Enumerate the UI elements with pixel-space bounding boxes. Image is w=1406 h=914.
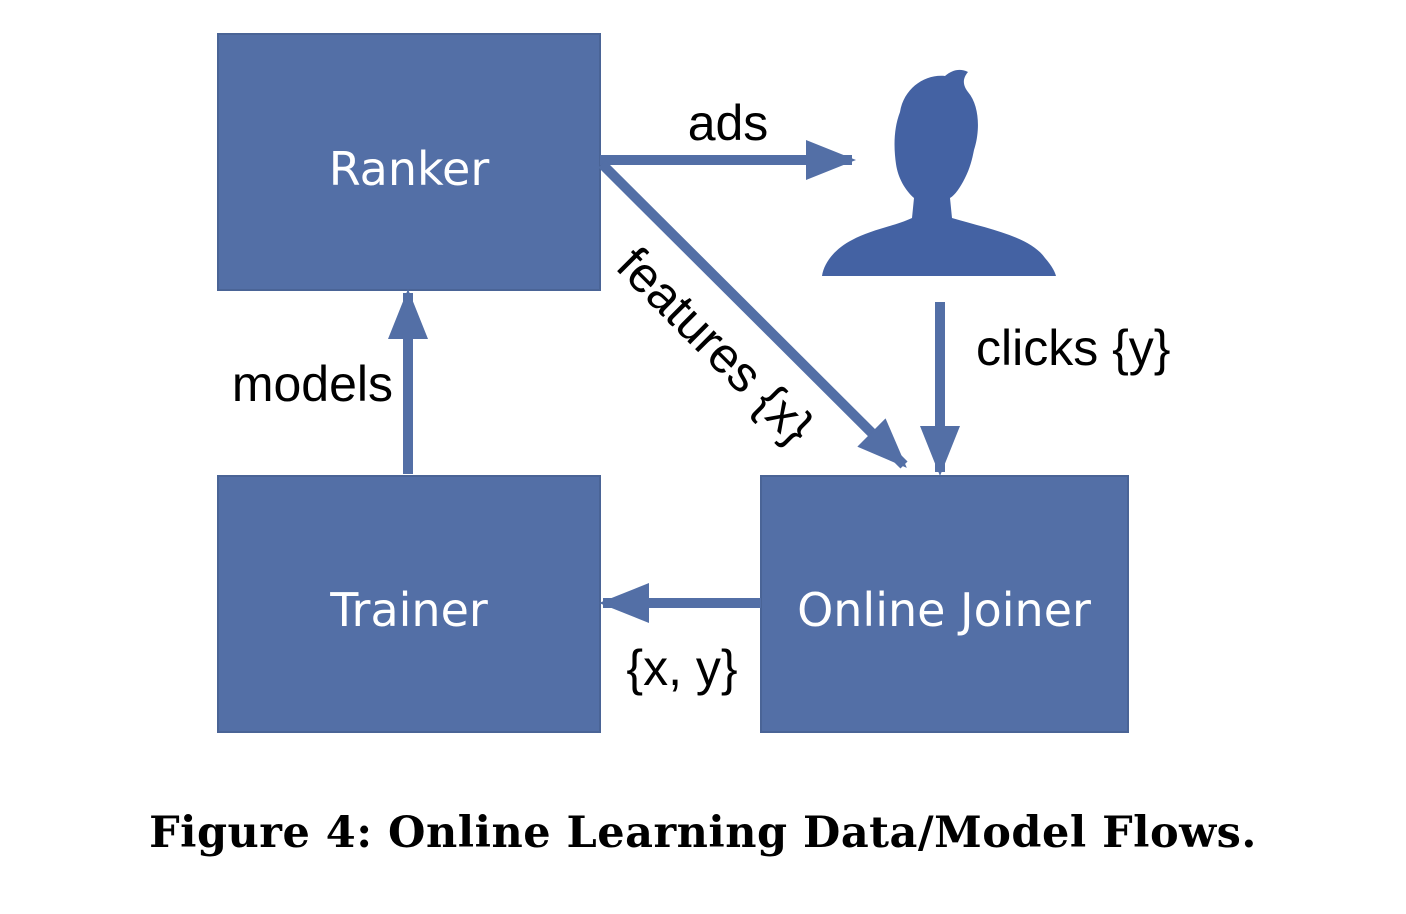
ranker-label: Ranker — [329, 142, 490, 196]
ranker-box — [217, 33, 601, 291]
online-joiner-label: Online Joiner — [797, 583, 1091, 637]
trainer-node: Trainer — [217, 475, 601, 733]
joined-label: {x, y} — [626, 640, 737, 696]
features-label: features {x} — [606, 236, 824, 454]
online-joiner-node: Online Joiner — [760, 475, 1129, 733]
clicks-label: clicks {y} — [976, 320, 1171, 376]
user-silhouette-icon — [822, 69, 1056, 276]
figure-caption: Figure 4: Online Learning Data/Model Flo… — [149, 808, 1257, 858]
trainer-box — [217, 475, 601, 733]
ranker-node: Ranker — [217, 33, 601, 291]
features-arrow — [598, 160, 908, 469]
ads-label: ads — [688, 95, 769, 151]
models-label: models — [232, 356, 393, 412]
trainer-label: Trainer — [329, 583, 488, 637]
